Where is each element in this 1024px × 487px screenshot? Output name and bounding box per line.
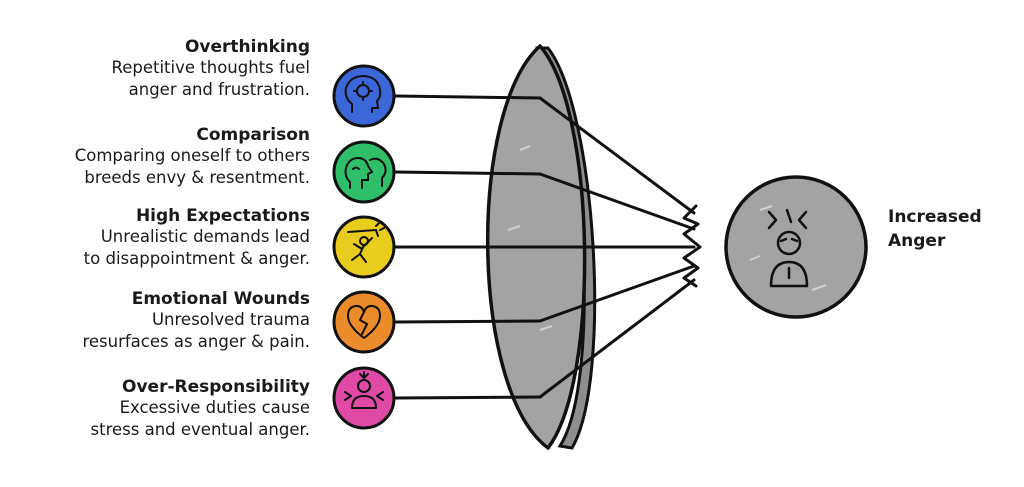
converging-arrows — [538, 96, 702, 399]
broken-heart-icon — [347, 305, 381, 339]
outcome-circle — [724, 175, 868, 319]
factor-title: Over-Responsibility — [122, 377, 310, 397]
brain-gear-icon — [344, 74, 382, 113]
factor-desc-line1: Excessive duties cause — [119, 398, 310, 417]
factor-label-overthinking: Overthinking Repetitive thoughts fuel an… — [112, 37, 311, 101]
outcome-label: Increased Anger — [888, 205, 982, 253]
factor-desc-line2: stress and eventual anger. — [90, 420, 310, 439]
factor-desc-line1: Unrealistic demands lead — [100, 227, 310, 246]
factor-circle-4 — [332, 290, 396, 354]
factor-desc-line2: resurfaces as anger & pain. — [82, 332, 310, 351]
factor-title: Comparison — [196, 125, 310, 145]
factor-circle-3 — [332, 215, 396, 279]
factor-title: Overthinking — [184, 37, 310, 57]
factor-label-high-expectations: High Expectations Unrealistic demands le… — [84, 206, 310, 270]
factor-desc-line2: anger and frustration. — [128, 80, 310, 99]
factor-desc-line1: Comparing oneself to others — [74, 146, 310, 165]
factor-circle-2 — [332, 140, 396, 204]
pressured-person-icon — [344, 371, 384, 409]
factor-desc-line2: breeds envy & resentment. — [84, 168, 310, 187]
outcome-line1: Increased — [888, 207, 982, 227]
factor-title: High Expectations — [135, 206, 310, 226]
factor-title: Emotional Wounds — [131, 289, 310, 309]
factor-desc-line1: Repetitive thoughts fuel — [111, 58, 311, 77]
factor-desc-line2: to disappointment & anger. — [83, 249, 310, 268]
factor-circle-5 — [332, 366, 396, 430]
factor-label-emotional-wounds: Emotional Wounds Unresolved trauma resur… — [82, 289, 310, 353]
angry-person-icon — [767, 208, 809, 288]
climbing-person-icon — [347, 221, 385, 263]
factor-desc-line1: Unresolved trauma — [151, 310, 310, 329]
factor-label-comparison: Comparison Comparing oneself to others b… — [75, 125, 310, 189]
two-heads-icon — [344, 156, 387, 189]
factor-circle-1 — [332, 64, 396, 128]
outcome-line2: Anger — [888, 231, 946, 251]
connector-lines — [394, 94, 542, 400]
factor-label-over-responsibility: Over-Responsibility Excessive duties cau… — [91, 377, 310, 441]
